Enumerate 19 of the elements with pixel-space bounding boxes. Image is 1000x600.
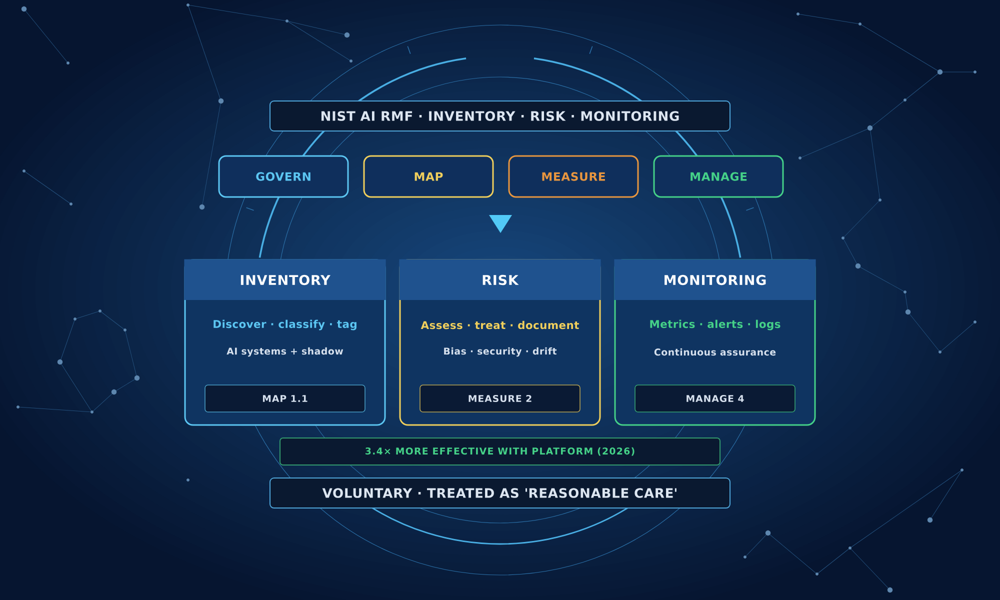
pillar-box: MEASURE [508, 155, 639, 198]
pillar-box: GOVERN [218, 155, 349, 198]
card-note: Continuous assurance [654, 348, 776, 356]
title-banner: NIST AI RMF · INVENTORY · RISK · MONITORING [270, 100, 730, 132]
reference-box: MAP 1.1 [204, 384, 366, 412]
pillar-box: MAP [363, 155, 494, 198]
pillar-box: MANAGE [653, 155, 784, 198]
card-tagline: Assess · treat · document [420, 320, 579, 330]
reference-box: MANAGE 4 [634, 384, 796, 412]
card-note: AI systems + shadow [226, 347, 344, 357]
card-tagline: Metrics · alerts · logs [650, 320, 780, 330]
card-title: INVENTORY [240, 274, 330, 286]
card-title: RISK [482, 274, 519, 286]
card-tagline: Discover · classify · tag [214, 320, 356, 330]
stat-banner: 3.4× MORE EFFECTIVE WITH PLATFORM (2026) [280, 438, 720, 466]
reference-box: MEASURE 2 [420, 384, 580, 412]
card-note: Bias · security · drift [444, 347, 557, 357]
card-title: MONITORING [664, 274, 766, 286]
footer-banner: VOLUNTARY · TREATED AS 'REASONABLE CARE' [270, 478, 730, 508]
